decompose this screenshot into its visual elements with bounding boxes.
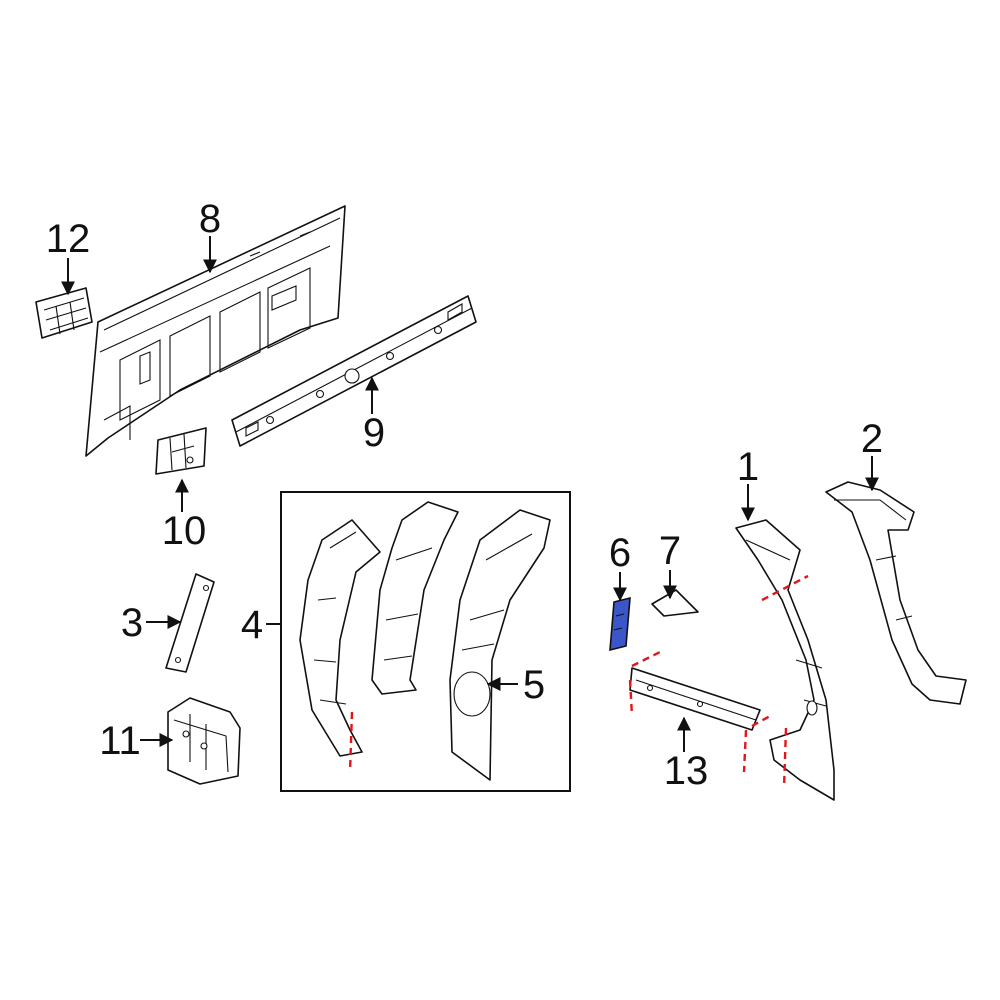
callout-11: 11 [99, 719, 141, 763]
part-4-middle-pillar[interactable] [371, 501, 459, 695]
part-1-outer-pillar[interactable] [735, 519, 835, 801]
part-11-bracket[interactable] [167, 697, 241, 785]
callout-13: 13 [664, 749, 709, 793]
part-12-bracket[interactable] [35, 287, 93, 339]
callout-5: 5 [523, 663, 545, 707]
callout-8: 8 [199, 197, 221, 241]
cut-line-1-top [761, 574, 809, 602]
part-13-rail[interactable] [629, 667, 761, 731]
part-2-rear-pillar[interactable] [825, 481, 967, 705]
part-5-outer-pillar[interactable] [449, 509, 551, 781]
callout-2: 2 [861, 417, 883, 461]
part-3-strip[interactable] [165, 573, 215, 673]
callout-3: 3 [121, 601, 143, 645]
cut-line-13-left [628, 650, 661, 717]
part-4-inner-pillar[interactable] [299, 519, 381, 757]
cut-line-1-bottom [782, 727, 788, 789]
callout-4: 4 [241, 603, 263, 647]
part-6-highlighted[interactable] [609, 596, 631, 652]
callout-12: 12 [46, 217, 91, 261]
cut-line-13-right [742, 714, 771, 773]
callout-6: 6 [609, 531, 631, 575]
leader-arrows [61, 236, 879, 752]
part-4-group-box [280, 491, 571, 792]
callout-9: 9 [363, 411, 385, 455]
callout-10: 10 [162, 509, 207, 553]
part-8-back-panel[interactable] [85, 205, 346, 457]
part-10-bracket[interactable] [155, 427, 207, 475]
part-9-crossmember[interactable] [231, 295, 477, 447]
part-7-gusset[interactable] [651, 589, 699, 617]
callout-1: 1 [737, 445, 759, 489]
cut-line-4 [348, 711, 354, 773]
callout-7: 7 [659, 529, 681, 573]
